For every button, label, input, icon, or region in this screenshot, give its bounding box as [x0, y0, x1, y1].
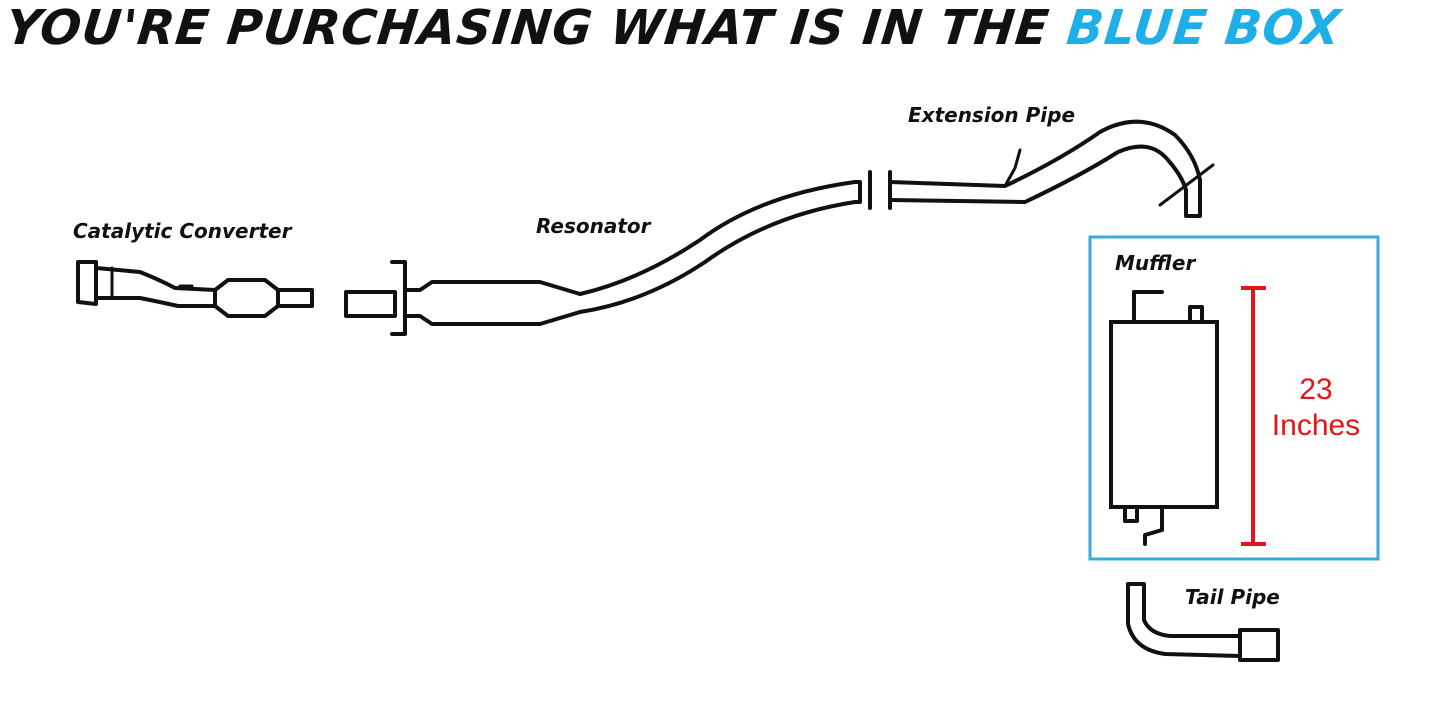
- label-catalytic-converter: Catalytic Converter: [73, 219, 292, 243]
- resonator-drawing: [344, 170, 872, 336]
- label-muffler: Muffler: [1115, 251, 1196, 275]
- label-extension-pipe: Extension Pipe: [908, 103, 1076, 127]
- tail-pipe-drawing: [1126, 582, 1280, 662]
- muffler-drawing: [1109, 290, 1219, 546]
- catalytic-converter-drawing: [76, 260, 314, 318]
- highlight-box: [1088, 235, 1380, 561]
- measurement-unit: Inches: [1271, 409, 1361, 442]
- measurement-bar: [1241, 286, 1266, 546]
- measurement-label: 23 Inches: [1256, 372, 1376, 444]
- label-tail-pipe: Tail Pipe: [1185, 585, 1280, 609]
- extension-pipe-drawing: [888, 119, 1215, 218]
- label-resonator: Resonator: [536, 214, 651, 238]
- measurement-value: 23: [1299, 373, 1333, 406]
